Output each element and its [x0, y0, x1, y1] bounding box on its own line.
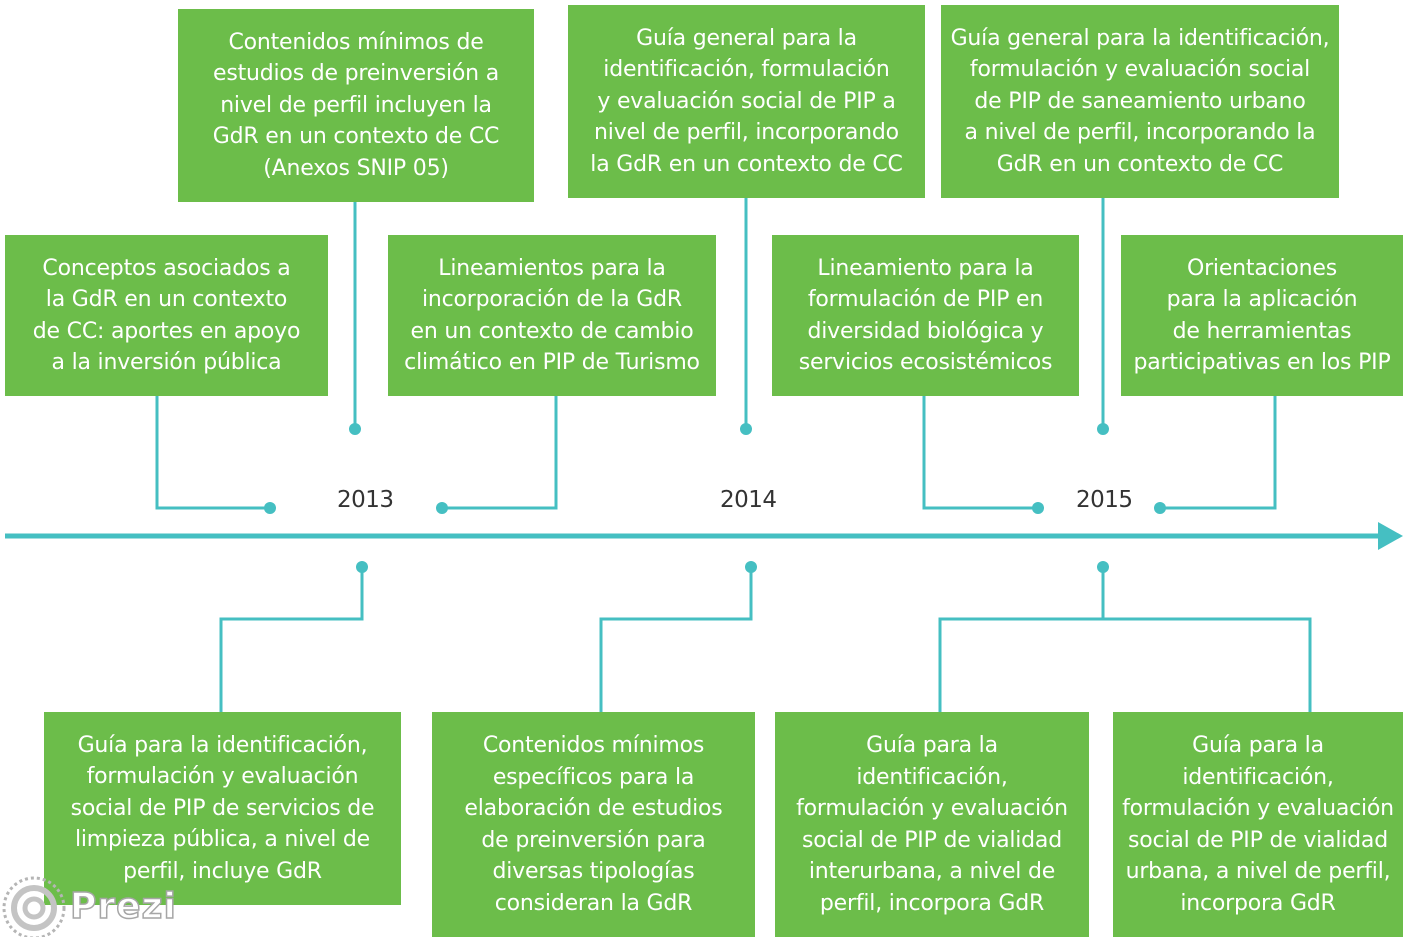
milestone-box-top-3: Guía general para la identificación, for…: [941, 5, 1339, 198]
connector-dot: [1097, 561, 1109, 573]
connector-dot: [436, 502, 448, 514]
connector-mid-1: [155, 396, 270, 510]
year-label-2015: 2015: [1076, 487, 1133, 513]
prezi-logo-icon: [2, 876, 66, 940]
prezi-watermark: Prezi: [0, 874, 177, 940]
connector-dot: [356, 561, 368, 573]
arrow-head-icon: [1378, 522, 1403, 550]
milestone-box-mid-4: Orientaciones para la aplicación de herr…: [1121, 235, 1403, 396]
connector-dot: [745, 561, 757, 573]
milestone-box-mid-1: Conceptos asociados a la GdR en un conte…: [5, 235, 328, 396]
connector-bottom-3: [938, 567, 1105, 712]
year-label-2013: 2013: [337, 487, 394, 513]
milestone-box-top-1: Contenidos mínimos de estudios de preinv…: [178, 9, 534, 202]
connector-bottom-1: [219, 567, 364, 712]
milestone-box-bottom-4: Guía para la identificación, formulación…: [1113, 712, 1403, 937]
year-label-2014: 2014: [720, 487, 777, 513]
connector-dot: [1154, 502, 1166, 514]
milestone-box-top-2: Guía general para la identificación, for…: [568, 5, 925, 198]
connector-dot: [1097, 423, 1109, 435]
connector-dot: [264, 502, 276, 514]
milestone-box-mid-2: Lineamientos para la incorporación de la…: [388, 235, 716, 396]
milestone-box-bottom-3: Guía para la identificación, formulación…: [775, 712, 1089, 937]
milestone-box-mid-3: Lineamiento para la formulación de PIP e…: [772, 235, 1079, 396]
connector-mid-4: [1160, 396, 1277, 510]
connector-mid-3: [922, 396, 1038, 510]
connector-mid-2: [442, 396, 558, 510]
connector-bottom-2: [599, 567, 753, 712]
milestone-box-bottom-1: Guía para la identificación, formulación…: [44, 712, 401, 905]
milestone-box-bottom-2: Contenidos mínimos específicos para la e…: [432, 712, 755, 937]
connector-bottom-4: [1103, 617, 1312, 712]
connector-dot: [349, 423, 361, 435]
connector-dot: [740, 423, 752, 435]
prezi-watermark-text: Prezi: [69, 885, 177, 928]
connector-dot: [1032, 502, 1044, 514]
